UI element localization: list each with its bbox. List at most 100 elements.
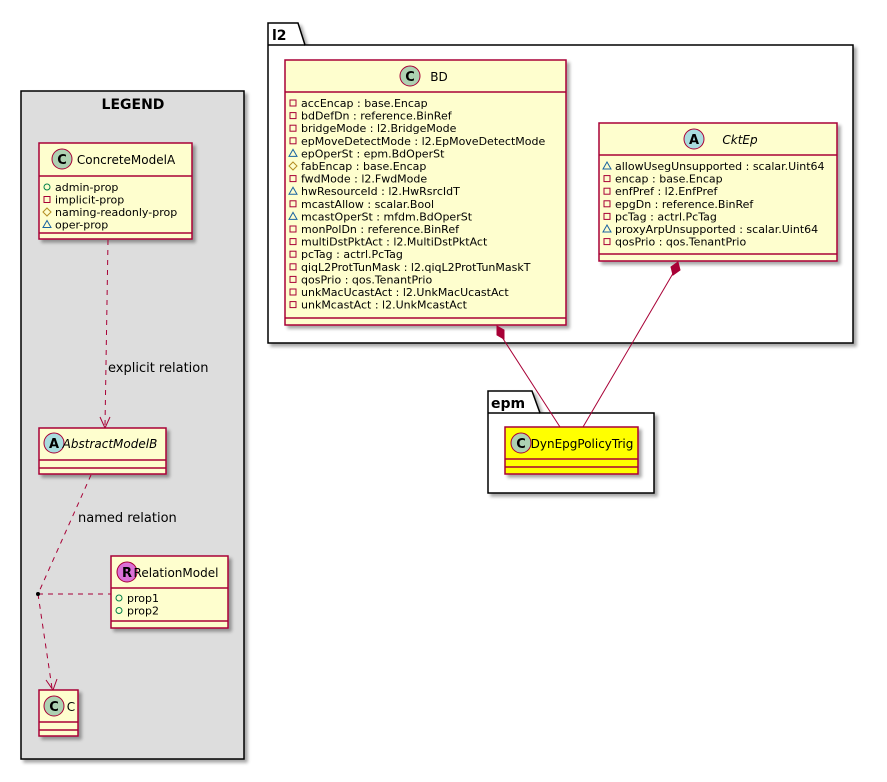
- class-attribute: proxyArpUnsupported : scalar.Uint64: [615, 223, 818, 236]
- protected-visibility-icon: [288, 161, 298, 171]
- relation-stereo-letter: R: [122, 566, 132, 581]
- named-relation-label: named relation: [78, 511, 177, 526]
- concrete-stereo-letter: C: [57, 153, 67, 168]
- class-attribute: pcTag : actrl.PcTag: [615, 210, 717, 223]
- class-attribute: allowUsegUnsupported : scalar.Uint64: [615, 160, 825, 173]
- class-attribute: encap : base.Encap: [615, 173, 723, 186]
- c-class[interactable]: C C: [38, 689, 79, 737]
- cktep-attr-list: allowUsegUnsupported : scalar.Uint64enca…: [602, 160, 825, 249]
- private-visibility-icon: [289, 288, 297, 296]
- private-visibility-icon: [289, 263, 297, 271]
- concrete-attr-list: admin-propimplicit-propnaming-readonly-p…: [42, 181, 177, 232]
- bd-class-name: BD: [430, 70, 447, 84]
- package-visibility-icon: [602, 223, 612, 233]
- class-attribute: epgDn : reference.BinRef: [615, 198, 754, 211]
- cktep-class[interactable]: A CktEp allowUsegUnsupported : scalar.Ui…: [598, 122, 838, 262]
- class-attribute: oper-prop: [55, 219, 108, 232]
- dynepg-stereo-letter: C: [516, 437, 526, 452]
- class-c-icon: [510, 432, 532, 454]
- cktep-class-name: CktEp: [722, 133, 758, 147]
- private-visibility-icon: [603, 187, 611, 195]
- private-visibility-icon: [289, 137, 297, 145]
- private-visibility-icon: [289, 112, 297, 120]
- private-visibility-icon: [289, 225, 297, 233]
- abstract-model-class[interactable]: A AbstractModelB: [38, 427, 167, 475]
- class-attribute: monPolDn : reference.BinRef: [301, 223, 460, 236]
- private-visibility-icon: [603, 212, 611, 220]
- class-attribute: prop1: [127, 592, 159, 605]
- package-visibility-icon: [288, 211, 298, 220]
- cktep-composition-edge: [582, 261, 681, 428]
- class-attribute: implicit-prop: [55, 194, 124, 207]
- class-attribute: naming-readonly-prop: [55, 206, 177, 219]
- private-visibility-icon: [289, 238, 297, 246]
- private-visibility-icon: [603, 175, 611, 183]
- package-visibility-icon: [602, 160, 612, 170]
- class-attribute: qosPrio : qos.TenantPrio: [615, 236, 746, 249]
- public-visibility-icon: [43, 183, 51, 191]
- class-attribute: prop2: [127, 605, 159, 618]
- abstract-stereo-letter: A: [49, 437, 59, 452]
- private-visibility-icon: [603, 200, 611, 208]
- class-attribute: mcastOperSt : mfdm.BdOperSt: [301, 210, 473, 223]
- class-attribute: qosPrio : qos.TenantPrio: [301, 273, 432, 286]
- class-c-icon: [399, 65, 421, 87]
- class-attribute: hwResourceId : l2.HwRsrcIdT: [301, 185, 460, 198]
- private-visibility-icon: [43, 196, 51, 203]
- class-attribute: epOperSt : epm.BdOperSt: [301, 147, 445, 160]
- private-visibility-icon: [289, 301, 297, 309]
- class-attribute: fabEncap : base.Encap: [301, 160, 426, 173]
- explicit-relation-label: explicit relation: [108, 361, 208, 376]
- class-attribute: fwdMode : l2.FwdMode: [301, 173, 427, 186]
- class-attribute: epMoveDetectMode : l2.EpMoveDetectMode: [301, 135, 545, 148]
- epm-package-title: epm: [491, 396, 525, 412]
- c-class-name: C: [67, 700, 75, 714]
- concrete-class-name: ConcreteModelA: [77, 153, 176, 167]
- protected-visibility-icon: [42, 207, 52, 217]
- class-attribute: pcTag : actrl.PcTag: [301, 248, 403, 261]
- concrete-model-class[interactable]: C ConcreteModelA admin-propimplicit-prop…: [38, 142, 193, 240]
- class-a-icon: [683, 128, 705, 150]
- class-attribute: mcastAllow : scalar.Bool: [301, 198, 434, 211]
- private-visibility-icon: [289, 124, 297, 132]
- package-visibility-icon: [288, 148, 298, 157]
- private-visibility-icon: [289, 250, 297, 258]
- explicit-relation-edge: explicit relation: [99, 239, 208, 430]
- private-visibility-icon: [289, 175, 297, 183]
- bd-composition-edge: [496, 325, 561, 428]
- cktep-stereo-letter: A: [689, 133, 699, 148]
- class-attribute: accEncap : base.Encap: [301, 97, 428, 110]
- private-visibility-icon: [289, 200, 297, 208]
- package-visibility-icon: [288, 186, 298, 195]
- dynepg-class-name: DynEpgPolicyTrig: [531, 437, 634, 451]
- class-attribute: unkMacUcastAct : l2.UnkMacUcastAct: [301, 286, 509, 299]
- private-visibility-icon: [289, 99, 297, 107]
- legend-title: LEGEND: [102, 97, 165, 113]
- relation-class-name: RelationModel: [134, 566, 219, 580]
- class-attribute: bridgeMode : l2.BridgeMode: [301, 122, 457, 135]
- private-visibility-icon: [289, 275, 297, 283]
- relation-r-icon: [116, 561, 138, 583]
- class-c-icon: [43, 695, 65, 717]
- class-attribute: admin-prop: [55, 181, 118, 194]
- public-visibility-icon: [115, 607, 123, 614]
- class-attribute: unkMcastAct : l2.UnkMcastAct: [301, 299, 468, 312]
- class-attribute: bdDefDn : reference.BinRef: [301, 110, 453, 123]
- class-c-icon: [51, 148, 73, 170]
- private-visibility-icon: [603, 238, 611, 246]
- package-visibility-icon: [42, 219, 52, 228]
- abstract-class-name: AbstractModelB: [62, 437, 158, 451]
- class-attribute: multiDstPktAct : l2.MultiDstPktAct: [301, 236, 488, 249]
- class-attribute: qiqL2ProtTunMask : l2.qiqL2ProtTunMaskT: [301, 261, 531, 274]
- c-stereo-letter: C: [49, 700, 59, 715]
- public-visibility-icon: [115, 594, 123, 602]
- bd-stereo-letter: C: [405, 70, 415, 85]
- dynepg-class[interactable]: C DynEpgPolicyTrig: [504, 426, 639, 475]
- class-a-icon: [43, 432, 65, 454]
- l2-package-title: l2: [272, 28, 287, 44]
